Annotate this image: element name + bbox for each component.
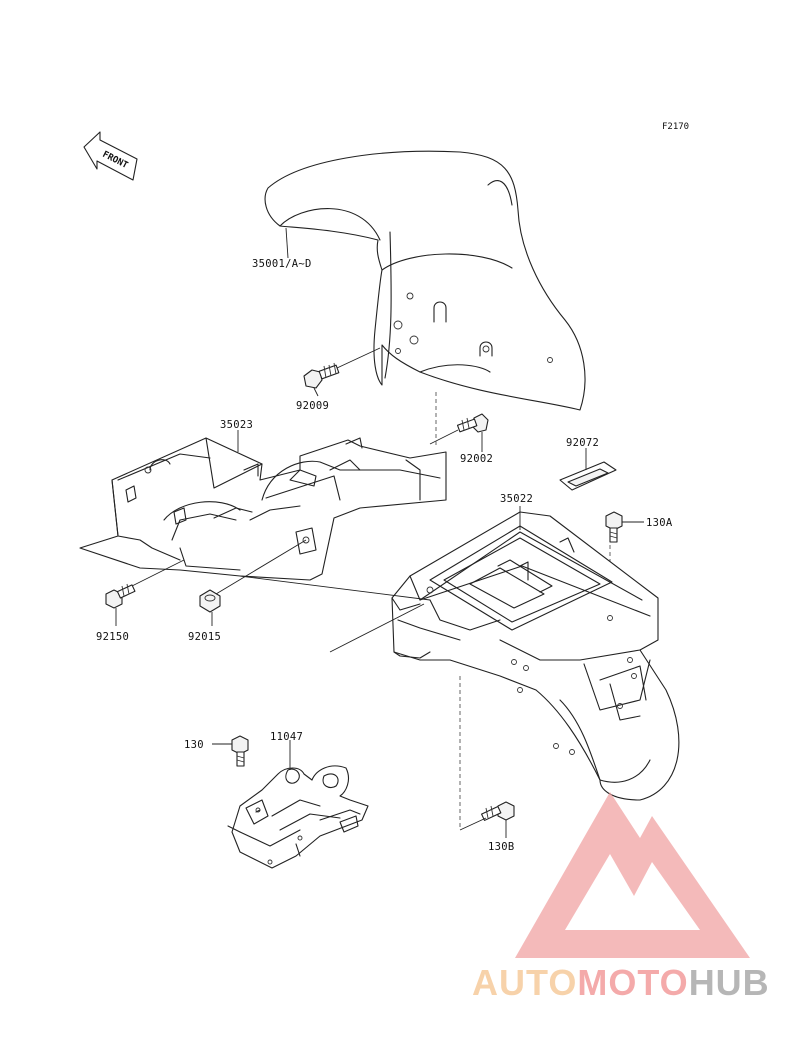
bracket-11047 — [227, 765, 369, 869]
callout-92002: 92002 — [460, 453, 493, 465]
bolt-130b-icon — [481, 801, 515, 821]
callout-92015: 92015 — [188, 631, 221, 643]
watermark-word-hub: HUB — [689, 962, 770, 1003]
nut-92015-icon — [199, 589, 221, 613]
bolt-92009-icon — [303, 362, 340, 389]
callout-130: 130 — [184, 739, 204, 751]
figure-code: F2170 — [662, 122, 689, 132]
watermark-word-moto: MOTO — [577, 962, 688, 1003]
bolt-92150-icon — [105, 583, 136, 609]
clip-92072-icon — [559, 461, 617, 491]
callout-92150: 92150 — [96, 631, 129, 643]
callout-35023: 35023 — [220, 419, 253, 431]
callout-35001: 35001/A~D — [252, 258, 312, 270]
callout-11047: 11047 — [270, 731, 303, 743]
callout-130a: 130A — [646, 517, 673, 529]
bolt-92002-icon — [456, 413, 489, 433]
bolt-130-icon — [231, 735, 249, 767]
front-arrow-icon: FRONT — [83, 131, 138, 181]
callout-92072: 92072 — [566, 437, 599, 449]
callout-92009: 92009 — [296, 400, 329, 412]
rear-fender — [391, 511, 680, 801]
watermark-triangle-icon — [515, 792, 750, 958]
front-fender — [264, 150, 586, 411]
watermark-text: AUTOMOTOHUB — [472, 962, 770, 1003]
inner-fender — [79, 437, 447, 581]
callout-35022: 35022 — [500, 493, 533, 505]
watermark-logo: AUTOMOTOHUB — [472, 792, 770, 1003]
callout-130b: 130B — [488, 841, 515, 853]
bolt-130a-icon — [605, 511, 623, 543]
watermark-word-auto: AUTO — [472, 962, 577, 1003]
